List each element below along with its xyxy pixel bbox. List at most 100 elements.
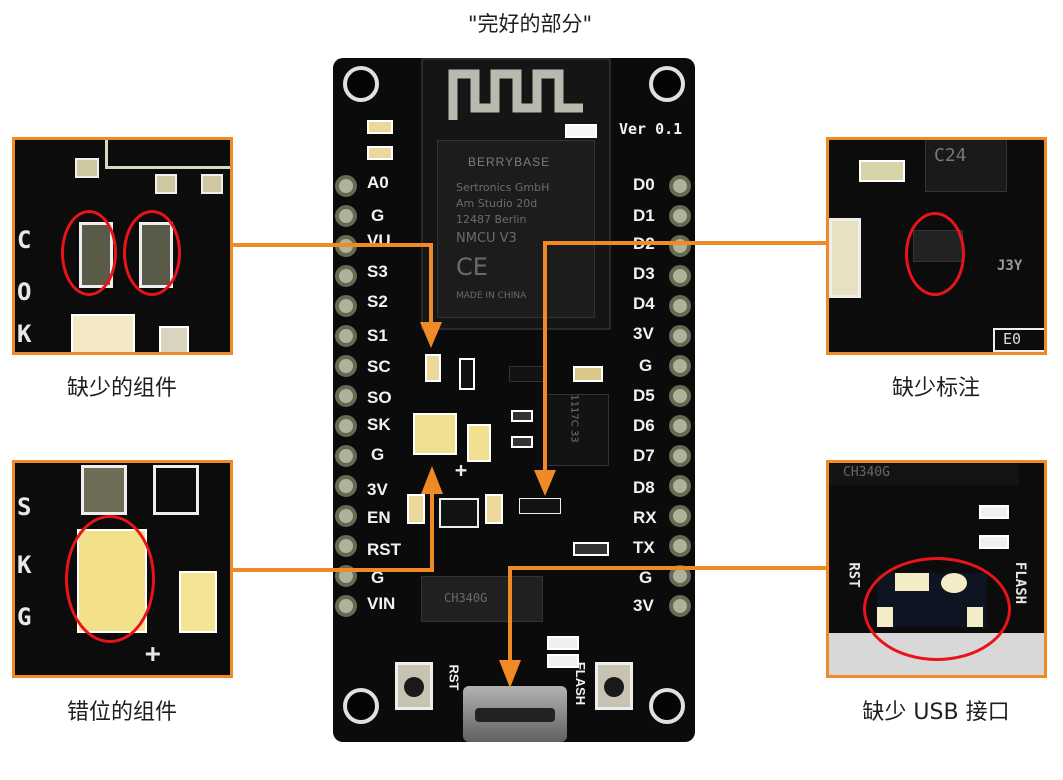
resistor	[425, 354, 441, 382]
pin-label: G	[371, 568, 385, 587]
module-line: Sertronics GmbH	[456, 181, 550, 194]
mounting-hole	[343, 66, 379, 102]
panel-label: E0	[1003, 330, 1022, 348]
pin-label: S1	[367, 326, 388, 345]
small-chip	[519, 498, 561, 514]
pin-hole	[335, 235, 357, 257]
pcb-trace	[105, 140, 230, 169]
pin-label: D7	[633, 446, 655, 465]
smd-pad	[155, 174, 177, 194]
pin-label: G	[371, 206, 385, 225]
zoom-panel-missing-usb: CH340G RST FLASH	[826, 460, 1047, 678]
module-line: Am Studio 20d	[456, 197, 538, 210]
smd-component	[367, 120, 393, 134]
pin-label: VU	[367, 231, 391, 250]
pin-hole	[669, 355, 691, 377]
pin-hole	[669, 235, 691, 257]
resistor	[459, 358, 475, 390]
antenna-trace-icon	[448, 69, 583, 120]
zoom-panel-missing-label: C24 J3Y E0	[826, 137, 1047, 355]
red-highlight-circle	[863, 557, 1011, 661]
module-line: 12487 Berlin	[456, 213, 527, 226]
caption-misplaced-components: 错位的组件	[66, 700, 177, 725]
caption-missing-components: 缺少的组件	[66, 376, 177, 401]
resistor	[485, 494, 503, 524]
pin-label: RX	[633, 508, 657, 527]
silk-letter: K	[17, 551, 32, 579]
pin-label: A0	[367, 173, 389, 192]
ce-mark: CE	[456, 253, 488, 281]
small-smd	[511, 410, 533, 422]
panel-label: CH340G	[843, 465, 890, 480]
label-box: E0	[993, 328, 1044, 352]
capacitor	[413, 413, 457, 455]
pin-hole	[335, 595, 357, 617]
wifi-module: BERRYBASE Sertronics GmbH Am Studio 20d …	[421, 58, 611, 330]
pin-hole	[335, 565, 357, 587]
pin-label: S2	[367, 292, 388, 311]
pin-hole	[669, 475, 691, 497]
pin-label: 3V	[633, 596, 654, 615]
pin-label: G	[639, 356, 653, 375]
pin-hole	[669, 265, 691, 287]
pin-hole	[335, 205, 357, 227]
red-highlight-circle	[123, 210, 181, 296]
pin-label: D4	[633, 294, 655, 313]
pin-label: D6	[633, 416, 655, 435]
plus-mark: +	[145, 639, 161, 669]
pin-hole	[335, 475, 357, 497]
pin-label: TX	[633, 538, 655, 557]
red-highlight-circle	[61, 210, 117, 296]
smd-component	[367, 146, 393, 160]
mounting-hole	[343, 688, 379, 724]
nodemcu-board: BERRYBASE Sertronics GmbH Am Studio 20d …	[333, 58, 695, 742]
pin-hole	[669, 175, 691, 197]
pin-label: D3	[633, 264, 655, 283]
pin-hole	[335, 325, 357, 347]
pin-label: D8	[633, 478, 655, 497]
pin-label: RST	[367, 540, 401, 559]
footprint-outline	[829, 218, 861, 298]
pin-label: 3V	[367, 480, 388, 499]
pin-hole	[669, 505, 691, 527]
rst-button-label: RST	[446, 664, 462, 691]
transistor	[439, 498, 479, 528]
footprint-outline	[153, 465, 199, 515]
chip-body: C24	[925, 140, 1007, 192]
module-brand: BERRYBASE	[468, 155, 551, 169]
footprint-outline	[81, 465, 127, 515]
led-component	[979, 505, 1009, 519]
module-line: NMCU V3	[456, 231, 517, 246]
flash-button-label: FLASH	[573, 661, 589, 706]
pin-hole	[669, 385, 691, 407]
pin-hole	[335, 535, 357, 557]
version-label: Ver 0.1	[619, 120, 683, 138]
pin-label: D2	[633, 234, 655, 253]
page-title: "完好的部分"	[467, 12, 593, 36]
pin-hole	[335, 445, 357, 467]
capacitor	[467, 424, 491, 462]
smd-pad	[201, 174, 223, 194]
pin-label: SK	[367, 415, 391, 434]
micro-usb-port[interactable]	[463, 686, 567, 742]
pin-hole	[669, 595, 691, 617]
pin-hole	[335, 505, 357, 527]
rst-button[interactable]	[395, 662, 433, 710]
smd-pad	[859, 160, 905, 182]
pin-label: S3	[367, 262, 388, 281]
module-line: MADE IN CHINA	[456, 291, 527, 301]
mounting-hole	[649, 66, 685, 102]
pin-hole	[669, 325, 691, 347]
panel-label: C24	[934, 145, 967, 166]
pin-hole	[335, 175, 357, 197]
pin-hole	[669, 535, 691, 557]
pin-hole	[335, 295, 357, 317]
pin-label: EN	[367, 508, 391, 527]
flash-button[interactable]	[595, 662, 633, 710]
pin-hole	[335, 415, 357, 437]
silk-letter: C	[17, 226, 32, 254]
usb-serial-chip: CH340G	[421, 576, 543, 622]
silk-letter: G	[17, 603, 32, 631]
pin-label: VIN	[367, 594, 396, 613]
pin-label: 3V	[633, 324, 654, 343]
